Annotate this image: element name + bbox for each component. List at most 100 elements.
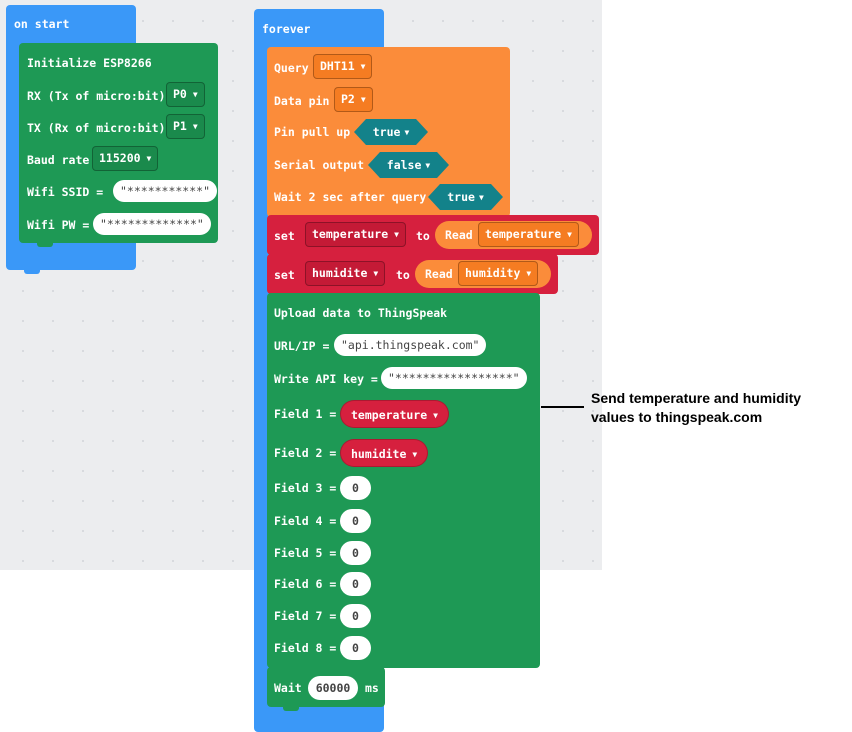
grid-dot xyxy=(532,20,534,22)
grid-dot xyxy=(202,470,204,472)
field-5-label: Field 5 = xyxy=(274,546,337,560)
field-2-variable-reporter[interactable]: humidite▼ xyxy=(340,439,429,467)
annotation-note: Send temperature and humidity values to … xyxy=(591,389,831,427)
grid-dot xyxy=(112,440,114,442)
caret-down-icon: ▼ xyxy=(394,230,399,239)
query-dht-block[interactable]: Query DHT11▼ Data pin P2▼ Pin pull up tr… xyxy=(267,47,510,217)
grid-dot xyxy=(592,50,594,52)
rx-pin-dropdown[interactable]: P0▼ xyxy=(166,82,205,107)
grid-dot xyxy=(232,50,234,52)
field-3-label: Field 3 = xyxy=(274,481,337,495)
grid-dot xyxy=(82,380,84,382)
grid-dot xyxy=(592,200,594,202)
wifi-ssid-input[interactable]: "***********" xyxy=(113,180,218,202)
grid-dot xyxy=(142,470,144,472)
temperature-variable-dropdown[interactable]: temperature▼ xyxy=(305,222,406,247)
grid-dot xyxy=(112,560,114,562)
field-4-input[interactable]: 0 xyxy=(340,509,371,533)
grid-dot xyxy=(52,440,54,442)
grid-dot xyxy=(142,290,144,292)
grid-dot xyxy=(202,260,204,262)
grid-dot xyxy=(112,470,114,472)
grid-dot xyxy=(592,410,594,412)
grid-dot xyxy=(562,380,564,382)
grid-dot xyxy=(562,170,564,172)
grid-dot xyxy=(202,290,204,292)
wifi-pw-label: Wifi PW = xyxy=(27,218,90,232)
grid-dot xyxy=(592,560,594,562)
grid-dot xyxy=(142,260,144,262)
grid-dot xyxy=(592,380,594,382)
grid-dot xyxy=(232,530,234,532)
grid-dot xyxy=(172,470,174,472)
grid-dot xyxy=(82,410,84,412)
wait-duration-input[interactable]: 60000 xyxy=(308,676,358,700)
grid-dot xyxy=(532,80,534,82)
grid-dot xyxy=(232,20,234,22)
grid-dot xyxy=(592,110,594,112)
url-ip-label: URL/IP = xyxy=(274,339,330,353)
humidite-variable-dropdown[interactable]: humidite▼ xyxy=(305,261,386,286)
caret-down-icon: ▼ xyxy=(412,450,418,459)
field-1-variable-reporter[interactable]: temperature▼ xyxy=(340,400,449,428)
wifi-ssid-label: Wifi SSID = xyxy=(27,185,104,199)
grid-dot xyxy=(232,410,234,412)
grid-dot xyxy=(52,290,54,292)
tx-pin-dropdown[interactable]: P1▼ xyxy=(166,114,205,139)
grid-dot xyxy=(592,320,594,322)
set-humidite-block[interactable]: set humidite▼ to Read humidity▼ xyxy=(267,254,558,294)
grid-dot xyxy=(202,560,204,562)
wait-after-query-toggle[interactable]: true▼ xyxy=(428,184,503,210)
write-api-key-input[interactable]: "*****************" xyxy=(381,367,527,389)
grid-dot xyxy=(232,500,234,502)
grid-dot xyxy=(232,170,234,172)
on-start-label: on start xyxy=(14,17,70,31)
caret-down-icon: ▼ xyxy=(360,62,366,71)
url-ip-input[interactable]: "api.thingspeak.com" xyxy=(334,334,487,356)
grid-dot xyxy=(412,20,414,22)
field-8-label: Field 8 = xyxy=(274,641,337,655)
wait-ms-block[interactable]: Wait 60000 ms xyxy=(267,667,385,711)
baud-rate-dropdown[interactable]: 115200▼ xyxy=(92,146,159,171)
grid-dot xyxy=(502,20,504,22)
grid-dot xyxy=(112,320,114,322)
wait-label: Wait xyxy=(274,681,302,695)
grid-dot xyxy=(22,470,24,472)
grid-dot xyxy=(82,530,84,532)
grid-dot xyxy=(592,500,594,502)
grid-dot xyxy=(562,200,564,202)
grid-dot xyxy=(142,320,144,322)
set-temperature-block[interactable]: set temperature▼ to Read temperature▼ xyxy=(267,215,599,255)
field-6-input[interactable]: 0 xyxy=(340,572,371,596)
grid-dot xyxy=(112,500,114,502)
grid-dot xyxy=(562,110,564,112)
grid-dot xyxy=(232,290,234,292)
field-7-input[interactable]: 0 xyxy=(340,604,371,628)
initialize-esp8266-block[interactable]: Initialize ESP8266 RX (Tx of micro:bit) … xyxy=(19,43,218,247)
read-temperature-dropdown[interactable]: temperature▼ xyxy=(478,222,579,247)
grid-dot xyxy=(562,560,564,562)
grid-dot xyxy=(592,530,594,532)
caret-down-icon: ▼ xyxy=(433,411,438,420)
grid-dot xyxy=(202,500,204,502)
grid-dot xyxy=(232,260,234,262)
field-5-input[interactable]: 0 xyxy=(340,541,371,565)
upload-thingspeak-block[interactable]: Upload data to ThingSpeak URL/IP = "api.… xyxy=(267,293,540,668)
grid-dot xyxy=(52,350,54,352)
grid-dot xyxy=(142,440,144,442)
grid-dot xyxy=(142,410,144,412)
caret-down-icon: ▼ xyxy=(192,122,198,131)
annotation-line-2: values to thingspeak.com xyxy=(591,409,763,425)
pin-pull-up-toggle[interactable]: true▼ xyxy=(354,119,428,145)
field-8-input[interactable]: 0 xyxy=(340,636,371,660)
grid-dot xyxy=(22,350,24,352)
wifi-pw-input[interactable]: "*************" xyxy=(93,213,211,235)
serial-output-toggle[interactable]: false▼ xyxy=(368,152,449,178)
field-3-input[interactable]: 0 xyxy=(340,476,371,500)
grid-dot xyxy=(112,290,114,292)
field-4-label: Field 4 = xyxy=(274,514,337,528)
read-humidity-dropdown[interactable]: humidity▼ xyxy=(458,261,539,286)
data-pin-dropdown[interactable]: P2▼ xyxy=(334,87,373,112)
sensor-type-dropdown[interactable]: DHT11▼ xyxy=(313,54,373,79)
grid-dot xyxy=(232,140,234,142)
